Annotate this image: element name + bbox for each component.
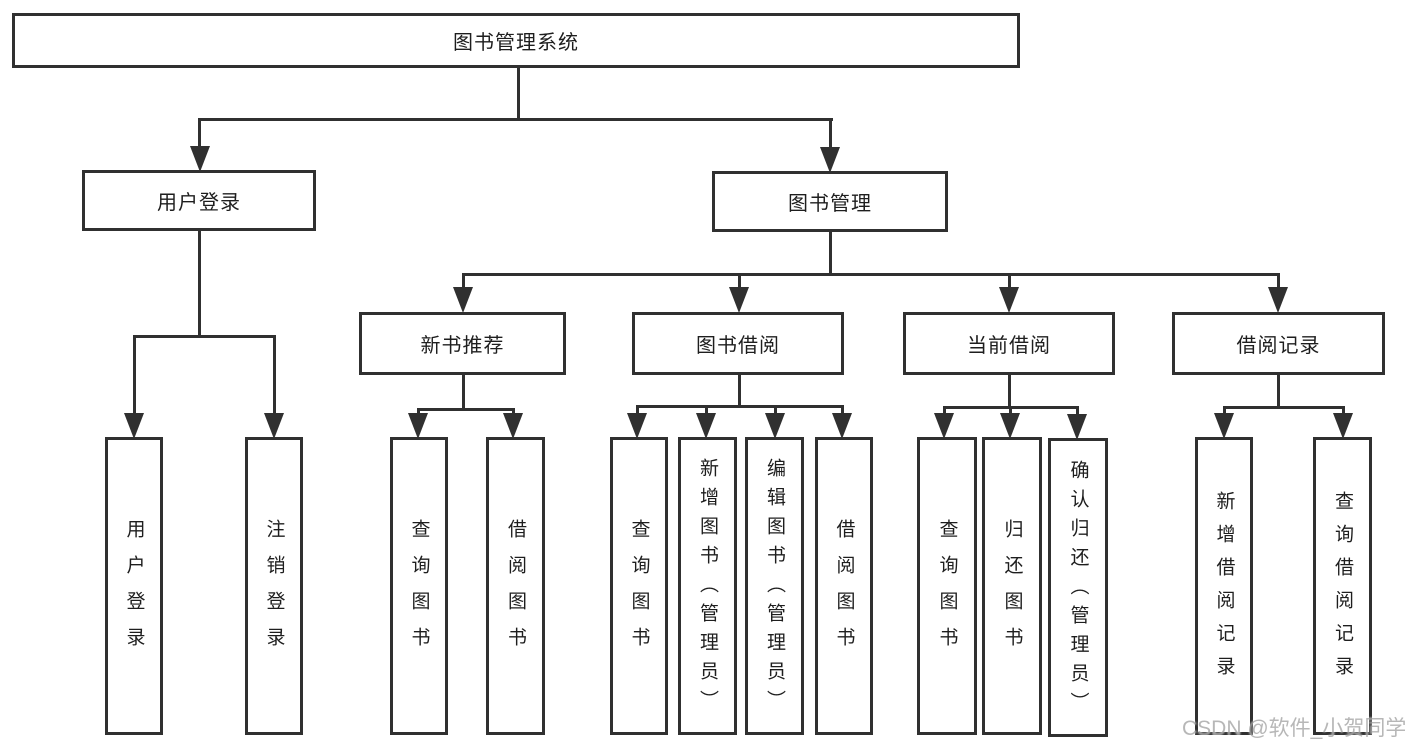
node-book-management-label: 图书管理 (788, 193, 872, 215)
connector-line (417, 408, 515, 411)
leaf-label: 查询图书 (936, 518, 958, 663)
connector-arrowhead (999, 287, 1019, 313)
leaf-label: 查询图书 (628, 518, 650, 663)
leaf-user-login-1: 注销登录 (245, 437, 303, 735)
connector-line (705, 405, 708, 415)
connector-line (1008, 373, 1011, 409)
leaf-label: 确认归还（管理员） (1067, 459, 1089, 721)
connector-line (636, 405, 639, 415)
connector-line (417, 408, 420, 416)
leaf-new-books-1: 借阅图书 (486, 437, 545, 735)
connector-line (133, 335, 136, 415)
connector-arrowhead (190, 146, 210, 172)
connector-line (1277, 373, 1280, 409)
leaf-book-borrow-1: 新增图书（管理员） (678, 437, 737, 735)
connector-line (462, 373, 465, 410)
connector-line (1277, 273, 1280, 289)
connector-line (1223, 406, 1345, 409)
connector-arrowhead (453, 287, 473, 313)
connector-arrowhead (934, 413, 954, 439)
node-root: 图书管理系统 (12, 13, 1020, 68)
leaf-book-borrow-3: 借阅图书 (815, 437, 873, 735)
connector-arrowhead (820, 147, 840, 173)
node-current-borrow: 当前借阅 (903, 312, 1115, 375)
leaf-current-borrow-2: 确认归还（管理员） (1048, 438, 1108, 737)
connector-line (1223, 406, 1226, 415)
node-book-borrow-label: 图书借阅 (696, 335, 780, 357)
connector-line (1076, 406, 1079, 415)
connector-line (829, 230, 832, 275)
connector-arrowhead (832, 413, 852, 439)
leaf-label: 新增图书（管理员） (697, 458, 718, 719)
leaf-label: 借阅图书 (833, 518, 855, 663)
connector-line (738, 373, 741, 408)
leaf-label: 注销登录 (263, 518, 285, 663)
connector-arrowhead (264, 413, 284, 439)
connector-line (198, 229, 201, 337)
node-book-management: 图书管理 (712, 171, 948, 232)
connector-line (462, 273, 465, 289)
node-borrow-records: 借阅记录 (1172, 312, 1385, 375)
node-new-books: 新书推荐 (359, 312, 566, 375)
connector-line (943, 406, 946, 415)
leaf-label: 新增借阅记录 (1213, 490, 1235, 689)
connector-arrowhead (503, 413, 523, 439)
leaf-label: 编辑图书（管理员） (764, 458, 785, 719)
connector-arrowhead (1333, 413, 1353, 439)
connector-line (273, 335, 276, 415)
leaf-label: 借阅图书 (505, 518, 526, 663)
connector-arrowhead (408, 413, 428, 439)
connector-line (829, 118, 832, 148)
leaf-book-borrow-0: 查询图书 (610, 437, 668, 735)
connector-arrowhead (1268, 287, 1288, 313)
connector-line (133, 335, 276, 338)
leaf-new-books-0: 查询图书 (390, 437, 448, 735)
connector-line (1008, 273, 1011, 289)
leaf-label: 查询图书 (408, 518, 430, 663)
node-current-borrow-label: 当前借阅 (967, 335, 1051, 357)
node-root-label: 图书管理系统 (453, 32, 579, 54)
node-new-books-label: 新书推荐 (420, 335, 505, 357)
leaf-borrow-records-0: 新增借阅记录 (1195, 437, 1253, 735)
leaf-book-borrow-2: 编辑图书（管理员） (745, 437, 804, 735)
leaf-label: 归还图书 (1001, 518, 1023, 663)
connector-arrowhead (1000, 413, 1020, 439)
connector-arrowhead (124, 413, 144, 439)
connector-line (512, 408, 515, 416)
node-book-borrow: 图书借阅 (632, 312, 844, 375)
connector-arrowhead (627, 413, 647, 439)
node-borrow-records-label: 借阅记录 (1236, 335, 1321, 357)
connector-line (198, 118, 201, 148)
connector-arrowhead (765, 413, 785, 439)
connector-line (636, 405, 844, 408)
leaf-current-borrow-1: 归还图书 (982, 437, 1042, 735)
connector-arrowhead (1067, 414, 1087, 440)
connector-line (841, 405, 844, 415)
connector-line (198, 118, 833, 121)
connector-line (462, 273, 1280, 276)
connector-line (1342, 406, 1345, 415)
leaf-label: 查询借阅记录 (1332, 490, 1353, 689)
leaf-borrow-records-1: 查询借阅记录 (1313, 437, 1372, 735)
leaf-current-borrow-0: 查询图书 (917, 437, 977, 735)
connector-arrowhead (729, 287, 749, 313)
connector-arrowhead (1214, 413, 1234, 439)
csdn-watermark: CSDN @软件_小贺同学 (1182, 717, 1405, 740)
connector-line (774, 405, 777, 415)
leaf-label: 用户登录 (123, 518, 145, 663)
connector-line (738, 273, 741, 289)
node-user-login-label: 用户登录 (157, 192, 241, 214)
connector-line (517, 65, 520, 121)
connector-line (1009, 406, 1012, 415)
leaf-user-login-0: 用户登录 (105, 437, 163, 735)
connector-arrowhead (696, 413, 716, 439)
node-user-login: 用户登录 (82, 170, 316, 231)
